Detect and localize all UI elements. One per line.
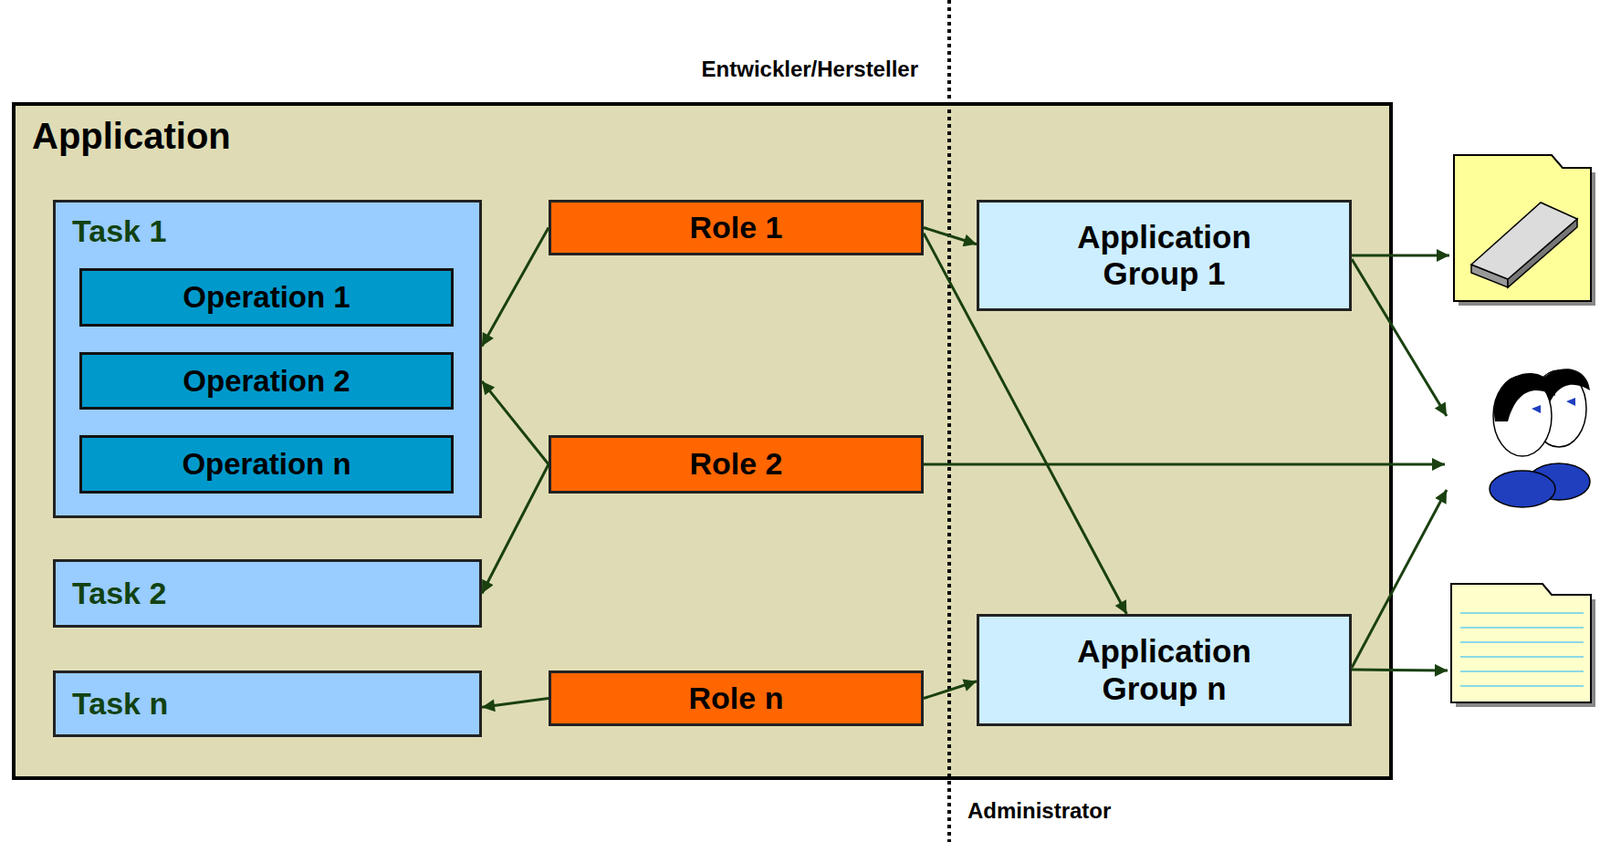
- application-box: ApplicationTask 1 Operation 1 Operation 2 O…: [11, 102, 1393, 781]
- operation-box: Operation 2: [79, 352, 454, 410]
- document-icon: [1451, 584, 1596, 708]
- box-label: Task n: [72, 686, 168, 722]
- ruling-line: [1460, 670, 1584, 673]
- task-box: Task 2: [52, 559, 482, 628]
- icon-lines: [923, 255, 1450, 671]
- scanner-lid: [1471, 202, 1578, 280]
- ruling-line: [1460, 612, 1584, 615]
- assignment-arrow: [923, 233, 1127, 615]
- ruling-line: [1460, 627, 1584, 629]
- application-group-box: Application Group n: [976, 614, 1352, 727]
- box-label: Application: [31, 115, 231, 157]
- assignment-arrow: [481, 699, 549, 709]
- person-body: [1527, 463, 1590, 501]
- scanner-base: [1471, 264, 1508, 288]
- person-head: [1493, 376, 1552, 457]
- role-box: Role n: [548, 670, 924, 727]
- person-eye: [1566, 397, 1576, 407]
- folder-shape: [1451, 584, 1591, 703]
- leader-arrow: [1351, 490, 1447, 669]
- folder-shape: [1453, 155, 1591, 302]
- ruling-line: [1460, 656, 1584, 659]
- assignment-arrow: [923, 681, 977, 700]
- application-group-box: Application Group 1: [976, 199, 1352, 312]
- assignment-arrow: [923, 228, 977, 245]
- box-label: Application Group 1: [1032, 219, 1297, 293]
- role-box: Role 2: [548, 435, 924, 494]
- operation-box: Operation n: [79, 435, 454, 494]
- leader-arrow: [923, 463, 1445, 467]
- document-lines: [1460, 613, 1584, 687]
- box-label: Operation n: [181, 447, 351, 482]
- leader-arrow: [1351, 254, 1450, 258]
- box-label: Task 2: [72, 575, 167, 612]
- users-icon: [1489, 368, 1590, 508]
- ruling-line: [1460, 685, 1584, 688]
- role-side-label: Administrator: [967, 798, 1111, 825]
- assignment-arrow: [481, 464, 549, 595]
- connectors: [481, 228, 1127, 709]
- scanner-base: [1507, 219, 1578, 288]
- box-label: Application Group n: [1032, 633, 1297, 708]
- box-label: Operation 1: [182, 280, 350, 315]
- assignment-arrow: [481, 228, 549, 347]
- box-label: Role 2: [689, 446, 783, 482]
- box-label: Operation 2: [182, 364, 350, 399]
- operation-box: Operation 1: [79, 268, 454, 327]
- box-label: Role 1: [689, 209, 783, 246]
- role-side-label: Entwickler/Hersteller: [701, 56, 919, 83]
- person-head: [1531, 370, 1587, 448]
- scanner-folder-icon: [1453, 155, 1596, 306]
- person-hair: [1532, 368, 1590, 413]
- role-box: Role 1: [548, 199, 924, 256]
- person-hair: [1494, 373, 1556, 422]
- icon-shadow: [1458, 159, 1596, 306]
- ruling-line: [1460, 641, 1584, 644]
- person-body: [1489, 470, 1556, 508]
- assignment-arrow: [481, 381, 549, 465]
- task-box: Task n: [52, 670, 482, 738]
- box-label: Task 1: [72, 213, 167, 250]
- task-box: Task 1 Operation 1 Operation 2 Operation n: [52, 199, 482, 519]
- box-label: Role n: [689, 680, 785, 717]
- divider-line: [947, 0, 952, 842]
- person-eye: [1531, 405, 1541, 414]
- icon-shadow: [1455, 588, 1596, 708]
- leader-arrow: [1351, 259, 1447, 417]
- leader-arrow: [1351, 669, 1448, 671]
